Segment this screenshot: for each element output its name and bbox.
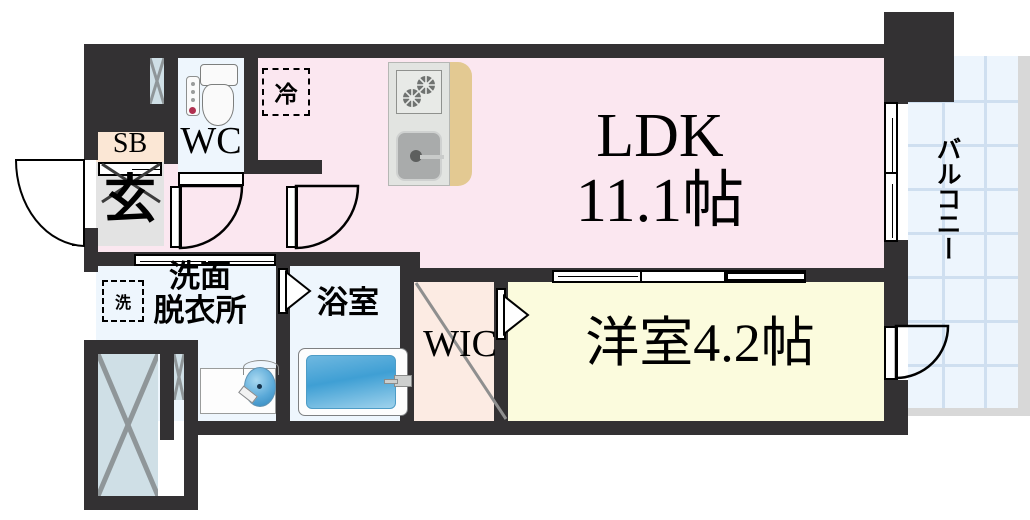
washroom-label-line1: 洗面 xyxy=(169,259,231,295)
wic-label: WIC xyxy=(423,323,497,365)
bedroom-room xyxy=(508,281,896,421)
wall-wc-left xyxy=(164,44,178,164)
refrigerator-space: 冷 xyxy=(262,68,310,116)
wall-top xyxy=(84,44,908,58)
bath-label: 浴室 xyxy=(317,285,379,321)
genkan-step-marker xyxy=(101,162,161,204)
ldk-name-label: LDK xyxy=(596,102,724,170)
shoe-box xyxy=(96,130,164,162)
balcony-tile-line xyxy=(908,320,1018,323)
balcony-label: バルコニー xyxy=(933,136,962,261)
toilet-valve xyxy=(189,107,196,114)
wc-door-leaf[interactable] xyxy=(178,172,244,186)
wic-door-arrow-icon xyxy=(503,293,530,337)
bathtub-spout xyxy=(384,379,398,384)
toilet-tank xyxy=(200,64,238,86)
sink-faucet xyxy=(420,155,444,159)
gas-stove xyxy=(396,70,442,114)
balcony-tile-line xyxy=(908,100,1018,103)
basin-arc xyxy=(243,360,279,375)
wall-bottom-main xyxy=(414,421,908,435)
kitchen-counter xyxy=(448,62,472,186)
washing-machine-space: 洗 xyxy=(102,280,144,322)
balcony-tile-line xyxy=(908,364,1018,367)
ldk-bedroom-sliding-panel-rail[interactable] xyxy=(726,272,806,281)
wc-label: WC xyxy=(180,120,242,162)
toilet-pipe-dot xyxy=(191,82,195,86)
basin-drain xyxy=(257,384,262,389)
wall-bottom-wet xyxy=(184,421,418,435)
toilet-pipe-dot xyxy=(191,90,195,94)
entrance-door-swing xyxy=(14,159,85,248)
toilet-supply-pipe xyxy=(186,76,200,116)
toilet-bowl xyxy=(202,84,234,126)
washroom-label-line2: 脱衣所 xyxy=(153,293,247,329)
wall-right-upper xyxy=(884,44,908,104)
genkan-label: 玄 xyxy=(103,170,156,230)
bedroom-balcony-door-swing xyxy=(894,324,950,380)
wall-ldk-left-lower xyxy=(406,252,420,282)
balcony-room xyxy=(908,56,1018,408)
wall-ps-divider xyxy=(160,340,174,440)
pipe-shaft-upper xyxy=(150,58,164,104)
pipe-shaft-lower xyxy=(174,354,184,400)
balcony-tile-line xyxy=(908,276,1018,279)
ldk-area-label: 11.1帖 xyxy=(575,167,745,235)
wall-ps-left xyxy=(84,340,98,510)
meter-box xyxy=(98,354,158,496)
wall-wc-right xyxy=(244,56,258,174)
wall-right-bottom xyxy=(884,380,908,425)
wall-ps-bottom xyxy=(84,496,198,510)
stove-burner xyxy=(417,76,435,94)
balcony-tile-line xyxy=(908,188,1018,191)
toilet-pipe-dot xyxy=(191,98,195,102)
wc-door-swing xyxy=(178,184,244,250)
ldk-balcony-window[interactable] xyxy=(884,102,898,174)
wic-hanger-diagonal xyxy=(414,282,508,420)
wall-genkan-left xyxy=(84,132,98,160)
sink-drain xyxy=(410,150,422,162)
balcony-tile-line xyxy=(984,56,987,408)
bathtub-basin xyxy=(306,355,396,409)
wall-right-lower xyxy=(884,282,908,326)
bath-door-arrow-icon xyxy=(285,269,312,313)
washing-machine-label: 洗 xyxy=(114,293,131,312)
ldk-door-swing xyxy=(294,184,360,250)
balcony-tile-line xyxy=(908,232,1018,235)
refrigerator-label: 冷 xyxy=(274,82,298,108)
wall-ldk-hall xyxy=(244,160,322,174)
balcony-tile-line xyxy=(908,144,1018,147)
washroom-sliding-door[interactable] xyxy=(134,254,276,266)
bedroom-label: 洋室4.2帖 xyxy=(585,313,815,373)
ldk-bedroom-sliding-panel[interactable] xyxy=(640,270,726,283)
wall-ps-top xyxy=(84,340,198,354)
balcony-tile-line xyxy=(942,56,945,408)
stove-burner xyxy=(403,89,421,107)
ldk-balcony-window-panel[interactable] xyxy=(884,172,898,242)
shoe-box-label: SB xyxy=(112,128,148,159)
